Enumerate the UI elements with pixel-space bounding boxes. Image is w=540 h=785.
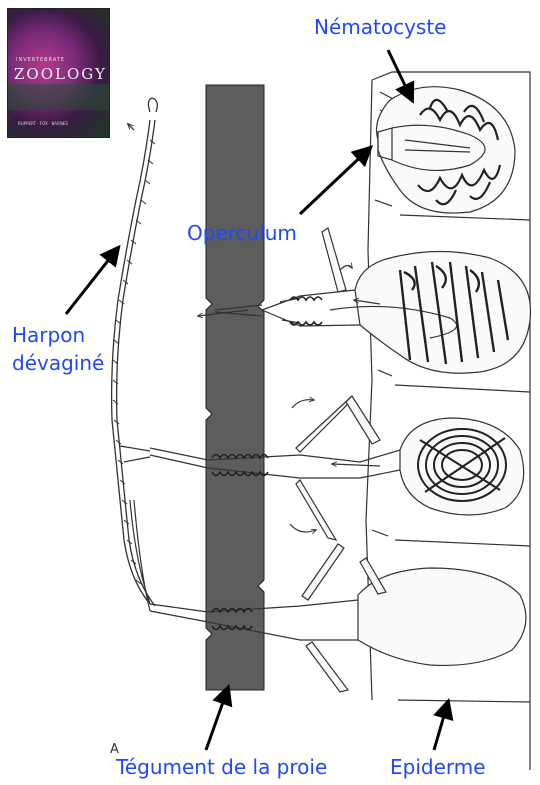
prey-tegument — [206, 85, 264, 690]
prey-tegument-label: Tégument de la proie — [116, 756, 327, 779]
nematocyst-capsule-1 — [377, 87, 516, 213]
leader-harpoon — [66, 248, 118, 314]
harpoon-label: Harpon — [12, 324, 85, 347]
harpoon-thread — [112, 98, 158, 606]
harpoon-label-line2: dévaginé — [12, 352, 104, 375]
operculum-label: Operculum — [187, 222, 297, 245]
leader-tegument — [206, 688, 228, 750]
nematocyst-capsule-3 — [120, 396, 524, 540]
nematocyst-label: Nématocyste — [314, 16, 446, 39]
leader-nematocyst — [388, 50, 412, 100]
leader-operculum — [300, 148, 370, 214]
figure-letter: A — [110, 742, 119, 757]
leader-epidermis — [434, 702, 448, 750]
epidermis-label: Epiderme — [390, 756, 486, 779]
